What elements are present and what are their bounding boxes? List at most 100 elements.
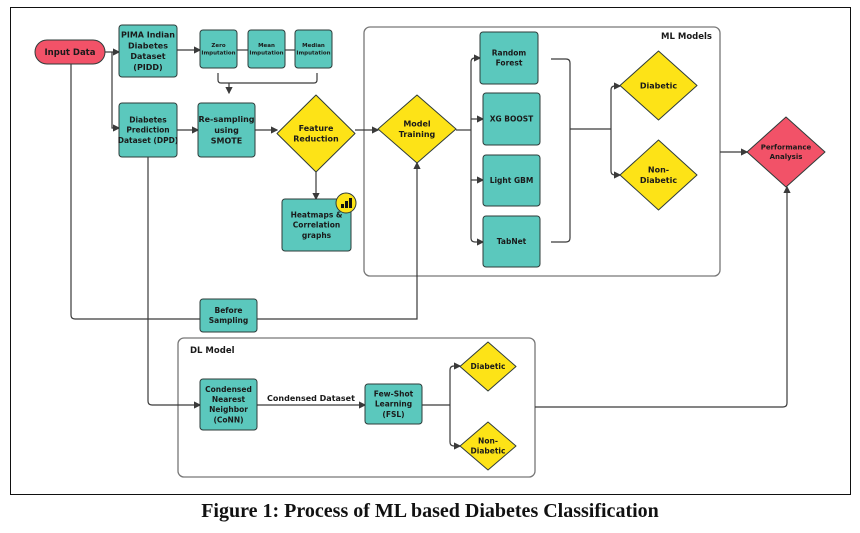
node-dl-nondiabetic: Non-Diabetic: [459, 421, 517, 471]
node-label: Diabetic: [471, 447, 506, 456]
node-shape: [197, 102, 256, 158]
node-label: Imputation: [201, 51, 235, 57]
node-label: Diabetic: [640, 176, 678, 185]
node-label: Diabetes: [128, 41, 168, 50]
node-label: Learning: [375, 400, 412, 409]
node-label: Random: [492, 49, 527, 58]
node-label: PIMA Indian: [121, 31, 175, 40]
node-label: Median: [302, 43, 325, 49]
node-label: Re-sampling: [198, 115, 254, 124]
node-label: Analysis: [770, 153, 803, 161]
node-ml-diabetic: Diabetic: [619, 50, 698, 121]
node-label: Performance: [761, 144, 812, 152]
dl-model-label: DL Model: [190, 346, 235, 356]
node-label: Few-Shot: [374, 390, 414, 399]
node-shape: [619, 50, 698, 121]
node-shape: [377, 94, 457, 164]
node-label: Forest: [496, 59, 523, 68]
node-shape: [199, 378, 258, 431]
node-shape: [479, 31, 539, 85]
node-shape: [364, 383, 423, 425]
node-label: Reduction: [293, 135, 339, 144]
node-label: Correlation: [293, 221, 340, 230]
node-shape: [482, 92, 541, 146]
node-shape: [199, 298, 258, 333]
node-shape: [281, 198, 352, 252]
node-label: graphs: [302, 231, 332, 240]
node-label: Diabetic: [471, 362, 506, 371]
edge-dl-perf: [535, 185, 791, 408]
node-shape: [482, 154, 541, 207]
node-label: Nearest: [212, 395, 246, 404]
ml-branch: [610, 85, 616, 176]
edge-label-condensed-dataset: Condensed Dataset: [267, 394, 355, 403]
node-input: Input Data: [34, 39, 106, 65]
flowchart: ML Models DL Model: [34, 24, 826, 478]
node-shape: [459, 341, 517, 392]
node-label: Zero: [211, 43, 225, 49]
node-label: Model: [403, 119, 431, 128]
ml-model-bus: [470, 57, 476, 243]
node-label: Before: [214, 306, 242, 315]
node-shape: [118, 102, 178, 158]
node-tabnet: TabNet: [482, 215, 541, 268]
ml-models-label: ML Models: [661, 32, 712, 42]
node-label: TabNet: [497, 237, 527, 246]
node-label: Non-: [648, 165, 669, 174]
node-label: Condensed: [205, 385, 252, 394]
node-shape: [118, 24, 178, 78]
node-label: Sampling: [209, 316, 249, 325]
node-label: Feature: [299, 124, 334, 133]
node-label: Heatmaps &: [291, 211, 343, 220]
node-shape: [482, 215, 541, 268]
node-shape: [619, 139, 698, 211]
node-shape: [294, 29, 333, 69]
node-label: Prediction: [126, 126, 169, 135]
node-label: (FSL): [382, 410, 404, 419]
node-label: Mean: [258, 43, 275, 49]
node-label: Non-: [478, 437, 498, 446]
node-label: Training: [399, 130, 436, 139]
node-shape: [746, 116, 826, 188]
node-label: Imputation: [249, 51, 283, 57]
node-shape: [34, 39, 106, 65]
dl-branch: [449, 365, 455, 447]
node-label: using: [214, 126, 239, 135]
node-label: SMOTE: [211, 137, 242, 146]
node-xgb: XG BOOST: [482, 92, 541, 146]
ml-output-bracket: [551, 58, 571, 243]
node-label: Light GBM: [490, 176, 534, 185]
node-label: XG BOOST: [490, 115, 534, 124]
node-label: Neighbor: [209, 405, 248, 414]
edge-input-before: [70, 64, 200, 320]
node-dl-diabetic: Diabetic: [459, 341, 517, 392]
node-label: Imputation: [296, 51, 330, 57]
node-label: Input Data: [45, 48, 96, 58]
node-label: Diabetic: [640, 81, 678, 90]
node-label: (PIDD): [133, 63, 162, 72]
node-label: Dataset (DPD): [118, 136, 178, 145]
edge-dpd-conn: [147, 157, 202, 409]
node-shape: [199, 29, 238, 69]
node-label: (CoNN): [213, 415, 243, 424]
node-label: Dataset: [130, 52, 165, 61]
edge-before-training: [257, 161, 421, 320]
node-lgbm: Light GBM: [482, 154, 541, 207]
figure-frame: [10, 7, 851, 495]
node-label: Diabetes: [129, 116, 167, 125]
node-shape: [276, 94, 356, 173]
node-shape: [459, 421, 517, 471]
imputation-bracket: [217, 73, 318, 84]
connectors: [70, 46, 791, 450]
